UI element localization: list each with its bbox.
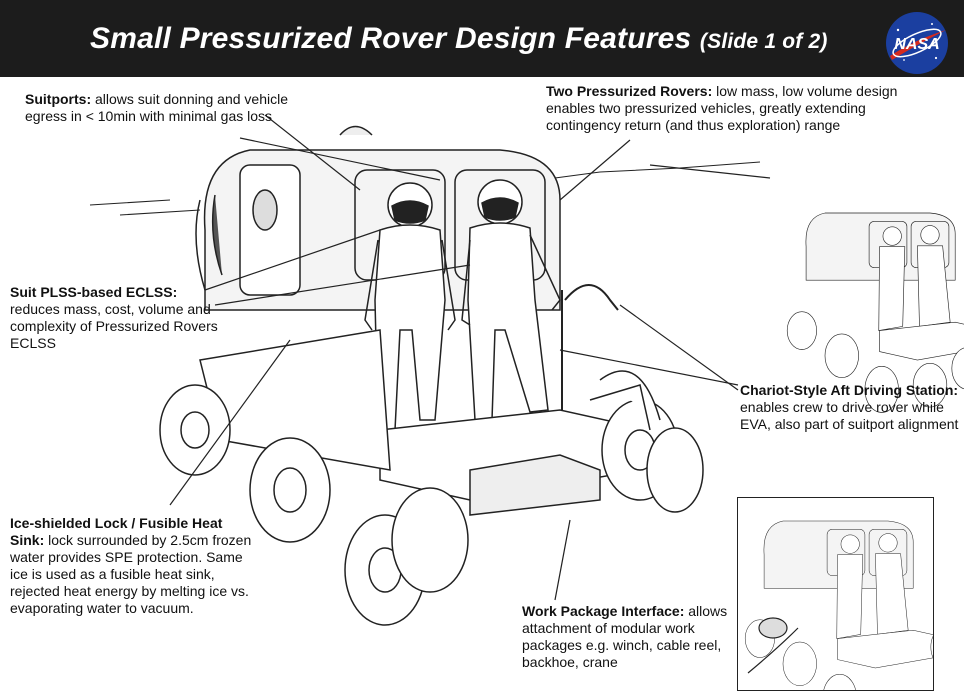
- winch-rover-illustration: [744, 520, 964, 698]
- rover-wheels: [159, 384, 704, 626]
- annotation-chariot: Chariot-Style Aft Driving Station: enabl…: [740, 382, 960, 433]
- annotation-label: Suitports:: [25, 91, 92, 107]
- annotation-label: Two Pressurized Rovers:: [546, 83, 713, 99]
- leader-lines: [169, 114, 771, 601]
- annotation-plss: Suit PLSS-based ECLSS: reduces mass, cos…: [10, 284, 230, 352]
- annotation-text: lock surrounded by 2.5cm frozen water pr…: [10, 532, 252, 616]
- annotation-text: allows attachment of modular work packag…: [522, 603, 728, 670]
- title-text: Small Pressurized Rover Design Features: [90, 22, 692, 55]
- slide-subtitle: (Slide 1 of 2): [699, 30, 828, 53]
- annotation-text: low mass, low volume design enables two …: [546, 83, 898, 133]
- annotation-label: Ice-shielded Lock / Fusible Heat Sink:: [10, 515, 223, 548]
- annotation-label: Suit PLSS-based ECLSS:: [10, 284, 178, 300]
- page-title: Small Pressurized Rover Design Features …: [90, 22, 828, 56]
- annotation-ice-lock: Ice-shielded Lock / Fusible Heat Sink: l…: [10, 515, 255, 617]
- second-rover-illustration: [786, 212, 964, 413]
- annotation-label: Chariot-Style Aft Driving Station:: [740, 382, 959, 398]
- annotation-text: enables crew to drive rover while EVA, a…: [740, 399, 959, 432]
- annotation-label: Work Package Interface:: [522, 603, 685, 619]
- astronaut-left: [364, 182, 456, 431]
- annotation-work-package: Work Package Interface: allows attachmen…: [522, 603, 737, 671]
- astronaut-right: [461, 179, 561, 421]
- title-bar: Small Pressurized Rover Design Features …: [0, 0, 964, 77]
- svg-text:NASA: NASA: [894, 36, 939, 53]
- annotation-suitports: Suitports: allows suit donning and vehic…: [25, 91, 290, 125]
- annotation-text: reduces mass, cost, volume and complexit…: [10, 301, 218, 351]
- work-package-inset: [737, 497, 964, 698]
- nasa-logo-icon: NASA: [886, 12, 948, 74]
- annotation-text: allows suit donning and vehicle egress i…: [25, 91, 289, 124]
- annotation-two-rovers: Two Pressurized Rovers: low mass, low vo…: [546, 83, 916, 134]
